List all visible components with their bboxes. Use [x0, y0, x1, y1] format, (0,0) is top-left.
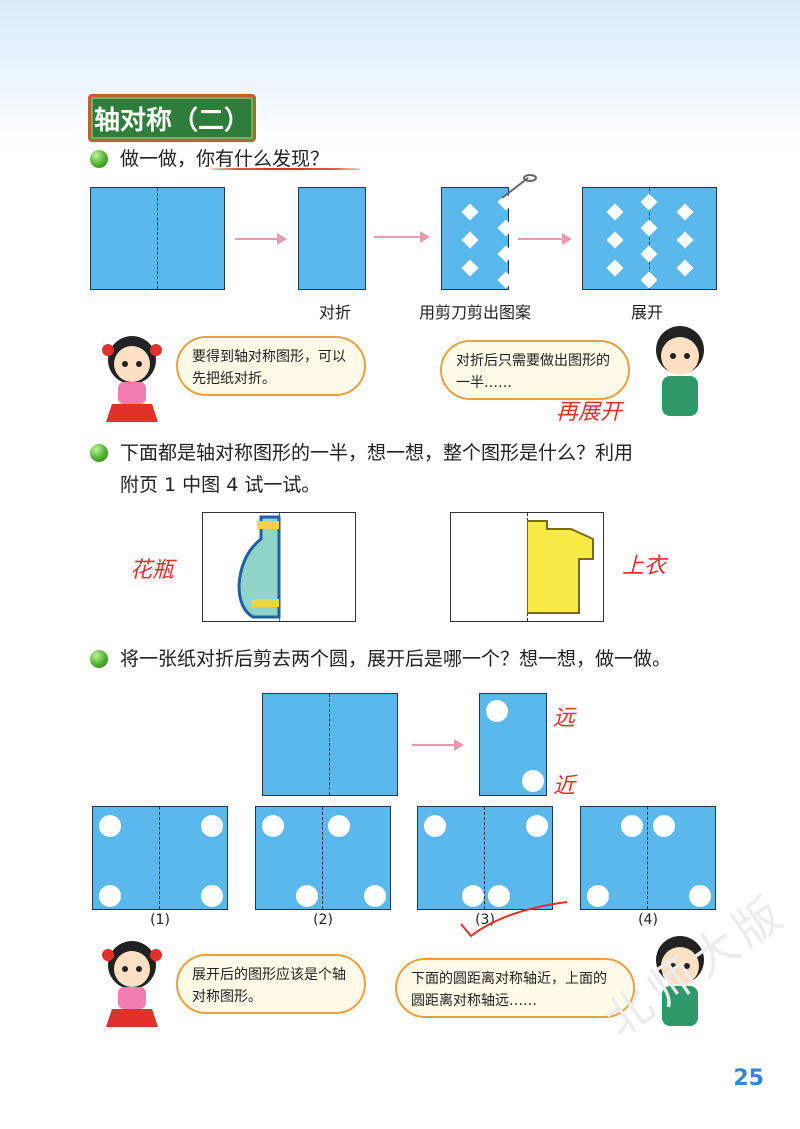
handwritten-answer-vase: 花瓶: [130, 558, 175, 583]
handwritten-far: 远: [553, 706, 576, 731]
checkmark-icon: [460, 901, 568, 938]
page-number: 25: [733, 1066, 764, 1091]
bullet-icon: [90, 150, 108, 168]
scissors-icon: [501, 174, 537, 199]
folded-paper-with-cuts: [479, 693, 547, 796]
option-3-paper[interactable]: [417, 806, 553, 910]
speech-bubble-boy-2: 下面的圆距离对称轴近，上面的圆距离对称轴远……: [395, 958, 635, 1018]
question-1: 做一做，你有什么发现？: [120, 148, 330, 170]
arrow-icon: [235, 233, 287, 245]
handwritten-note: 再展开: [556, 400, 623, 425]
cut-paper: [441, 187, 515, 290]
girl-avatar: [102, 336, 162, 422]
paper-sheet: [262, 693, 398, 796]
handwritten-near: 近: [553, 774, 576, 799]
question-2-line2: 附页 1 中图 4 试一试。: [120, 474, 321, 496]
handwritten-answer-shirt: 上衣: [622, 554, 667, 579]
caption-fold: 对折: [318, 303, 351, 322]
speech-bubble-girl-2: 展开后的图形应该是个轴对称图形。: [176, 954, 366, 1014]
lesson-title: 轴对称（二）: [88, 94, 256, 142]
option-2-label: (2): [313, 912, 333, 928]
boy-avatar: [656, 936, 704, 1026]
folded-paper: [298, 187, 366, 290]
arrow-icon: [518, 233, 572, 245]
arrow-icon: [374, 231, 430, 243]
paper-sheet: [90, 187, 225, 290]
question-3: 将一张纸对折后剪去两个圆，展开后是哪一个？想一想，做一做。: [120, 648, 672, 670]
caption-cut: 用剪刀剪出图案: [418, 303, 531, 322]
boy-avatar: [656, 326, 704, 416]
option-2-paper[interactable]: [255, 806, 391, 910]
half-vase-frame: [202, 512, 356, 622]
half-shirt-frame: [450, 512, 604, 622]
speech-bubble-girl-1: 要得到轴对称图形，可以先把纸对折。: [176, 336, 366, 396]
question-2-line1: 下面都是轴对称图形的一半，想一想，整个图形是什么？利用: [120, 442, 634, 464]
bullet-icon: [90, 650, 108, 668]
option-4-paper[interactable]: [580, 806, 716, 910]
unfolded-paper: [582, 187, 717, 290]
option-1-paper[interactable]: [92, 806, 228, 910]
option-4-label: (4): [638, 912, 658, 928]
bullet-icon: [90, 444, 108, 462]
speech-bubble-boy-1: 对折后只需要做出图形的一半……: [440, 340, 630, 400]
option-1-label: (1): [150, 912, 170, 928]
arrow-icon: [412, 739, 464, 751]
caption-unfold: 展开: [630, 303, 663, 322]
girl-avatar: [102, 941, 162, 1027]
